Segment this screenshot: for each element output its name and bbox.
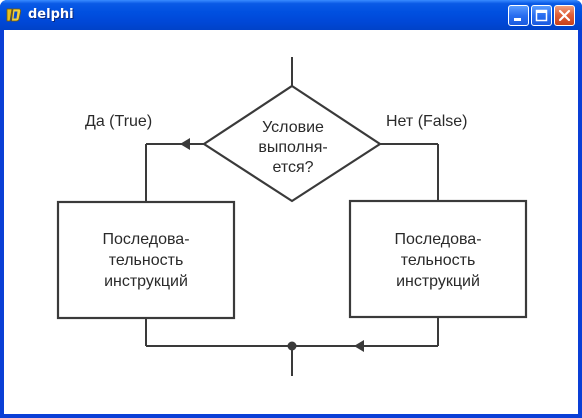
close-icon <box>558 9 571 22</box>
right-process-box <box>348 199 528 319</box>
flowchart: Да (True) Нет (False) Условие выполня- е… <box>56 57 528 376</box>
title-bar[interactable]: delphi <box>0 0 582 30</box>
left-block-line2: тельность <box>109 252 184 269</box>
true-label: Да (True) <box>85 113 152 130</box>
left-block-line3: инструкций <box>104 273 188 290</box>
minimize-icon <box>514 18 521 21</box>
right-block-line3: инструкций <box>396 273 480 290</box>
left-block-line1: Последова- <box>102 231 189 248</box>
minimize-button[interactable] <box>508 5 529 26</box>
arrow-merge <box>354 340 364 352</box>
close-button[interactable] <box>554 5 575 26</box>
client-area: Да (True) Нет (False) Условие выполня- е… <box>4 30 578 414</box>
window-title: delphi <box>28 7 74 22</box>
right-block-line1: Последова- <box>394 231 481 248</box>
maximize-button[interactable] <box>531 5 552 26</box>
arrow-left <box>180 138 190 150</box>
condition-text-line2: выполня- <box>258 139 327 156</box>
false-label: Нет (False) <box>386 113 467 130</box>
condition-text-line3: ется? <box>272 159 313 176</box>
maximize-icon <box>535 9 548 22</box>
delphi-icon <box>6 8 21 22</box>
right-block-line2: тельность <box>401 252 476 269</box>
condition-diamond <box>201 84 383 203</box>
condition-text-line1: Условие <box>262 119 324 136</box>
